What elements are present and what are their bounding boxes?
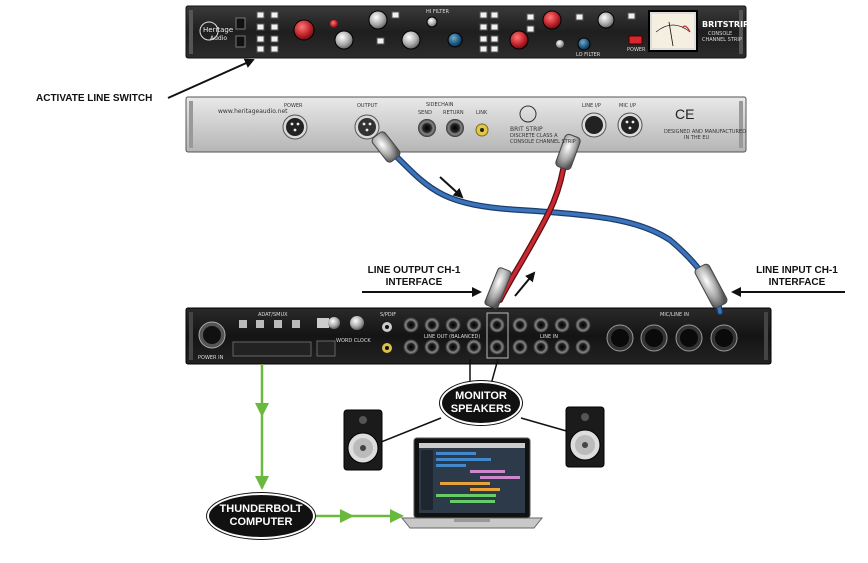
- xlr-connector-interface: [694, 263, 728, 309]
- red-cable-input: [497, 155, 568, 303]
- line-output-label: LINE OUTPUT CH-1 INTERFACE: [354, 265, 474, 289]
- line-input-label-2: INTERFACE: [768, 277, 826, 288]
- rear-send-label: SEND: [418, 110, 432, 116]
- iface-power-label: POWER IN: [198, 355, 224, 361]
- front-brand-name: Heritage: [203, 26, 234, 34]
- laptop: [400, 437, 544, 529]
- rear-in-eu: IN THE EU: [684, 135, 710, 141]
- jack-rows: [403, 317, 591, 355]
- front-product-sub-1: CONSOLE: [708, 31, 733, 37]
- front-hi-filter: HI FILTER: [426, 9, 449, 15]
- line-output-label-1: LINE OUTPUT CH-1: [367, 265, 461, 276]
- audio-interface: [185, 307, 772, 365]
- rear-mic-ip-label: MIC I/P: [619, 103, 637, 109]
- rear-website: www.heritageaudio.net: [218, 108, 288, 115]
- rear-product-sub-2: CONSOLE CHANNEL STRIP: [510, 139, 576, 145]
- rear-product: BRIT STRIP: [510, 126, 543, 133]
- iface-spdif-label: S/PDIF: [380, 312, 397, 318]
- xlr-connector-output: [371, 131, 401, 163]
- rear-designed: DESIGNED AND MANUFACTURED: [664, 129, 747, 135]
- thunderbolt-arrows: [255, 364, 404, 523]
- left-speaker: [343, 409, 383, 471]
- rear-return-label: RETURN: [443, 110, 464, 116]
- front-panel: [185, 5, 747, 59]
- front-lo-filter: LO FILTER: [576, 52, 601, 58]
- rear-link-label: LINK: [476, 110, 488, 116]
- line-input-label: LINE INPUT CH-1 INTERFACE: [742, 265, 852, 289]
- front-product-sub-2: CHANNEL STRIP: [702, 37, 742, 43]
- iface-line-out-label: LINE OUT (BALANCED): [424, 334, 481, 340]
- monitor-label-2: SPEAKERS: [450, 403, 512, 415]
- monitor-label-1: MONITOR: [455, 390, 507, 402]
- annotation-arrows: [167, 58, 845, 297]
- xlr-connector-line-in: [555, 133, 581, 171]
- line-input-label-1: LINE INPUT CH-1: [756, 265, 838, 276]
- jack-connector-interface: [484, 267, 512, 309]
- iface-line-in-label: LINE IN: [540, 334, 558, 340]
- rear-panel: [185, 96, 747, 153]
- monitor-speakers-badge: MONITOR SPEAKERS: [440, 381, 522, 425]
- front-brand-sub: Audio: [210, 35, 228, 42]
- thunderbolt-label-2: COMPUTER: [229, 516, 293, 528]
- combo-inputs: [606, 324, 738, 352]
- front-power-label: POWER: [627, 47, 646, 53]
- line-output-label-2: INTERFACE: [385, 277, 443, 288]
- right-speaker: [565, 406, 605, 468]
- rear-product-sub-1: DISCRETE CLASS A: [510, 133, 558, 139]
- iface-adat-label: ADAT/SMUX: [258, 312, 288, 318]
- rear-sidechain-label: SIDECHAIN: [426, 102, 454, 108]
- rear-power-label: POWER: [284, 103, 303, 109]
- thunderbolt-computer-badge: THUNDERBOLT COMPUTER: [207, 493, 315, 539]
- iface-wordclock-label: WORD CLOCK: [336, 338, 371, 344]
- rear-output-label: OUTPUT: [357, 103, 378, 109]
- activate-line-switch-label: ACTIVATE LINE SWITCH: [36, 93, 153, 104]
- rear-line-ip-label: LINE I/P: [582, 103, 601, 109]
- iface-mic-in-label: MIC/LINE IN: [660, 312, 689, 318]
- thunderbolt-label-1: THUNDERBOLT: [219, 503, 303, 515]
- front-product: BRITSTRIP: [702, 20, 749, 29]
- rear-ce-mark: CE: [675, 106, 695, 122]
